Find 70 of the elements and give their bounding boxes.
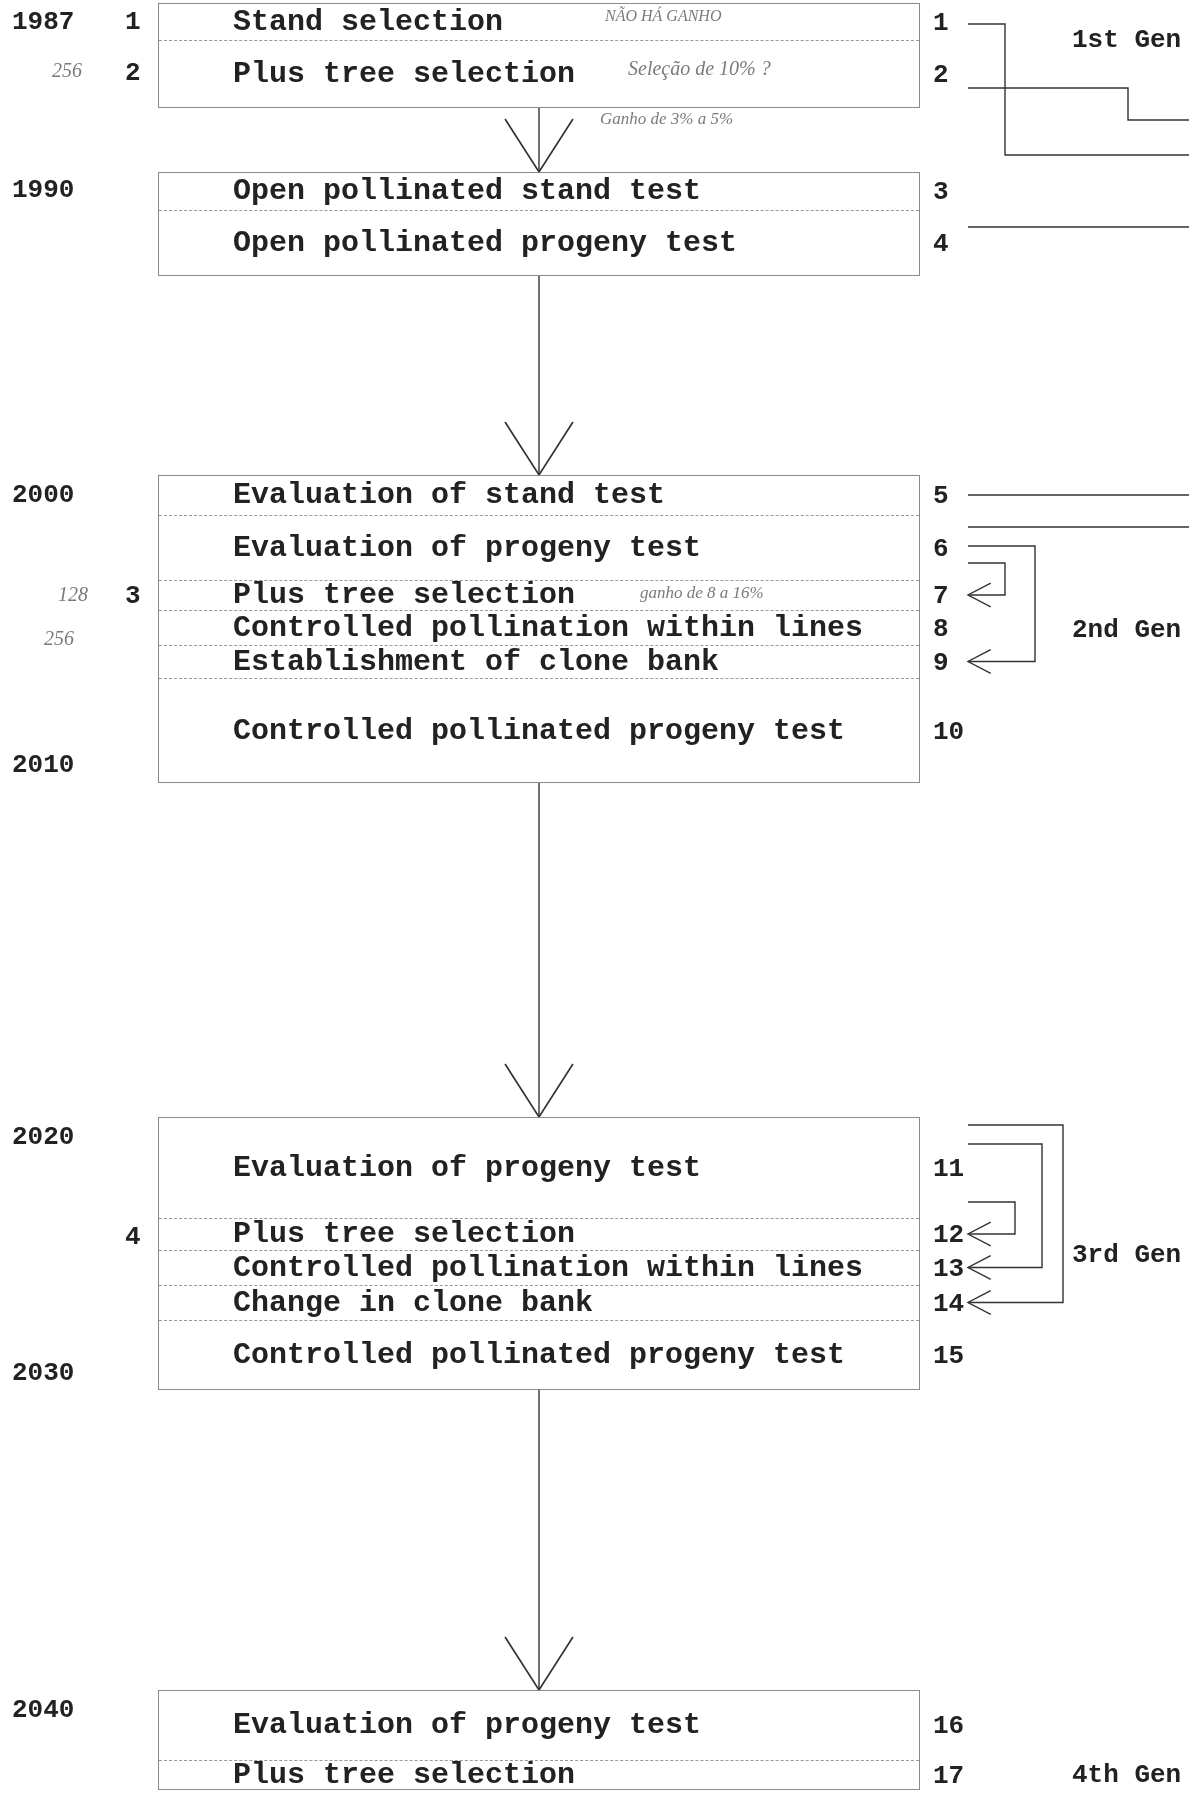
step-text: Evaluation of progeny test <box>233 1152 702 1183</box>
year-label: 1987 <box>12 9 75 35</box>
step-text: Controlled pollination within lines <box>233 1252 864 1283</box>
step-number: 14 <box>933 1290 965 1317</box>
flow-arrow <box>504 1389 574 1691</box>
year-label: 2010 <box>12 752 75 778</box>
step-text: Plus tree selection <box>233 580 576 610</box>
connector-line <box>967 226 1189 228</box>
step-text: Controlled pollination within lines <box>233 612 864 643</box>
handwritten-note: ganho de 8 a 16% <box>640 584 764 601</box>
year-label: 2040 <box>12 1697 75 1723</box>
step-number: 11 <box>933 1155 965 1182</box>
step-text: Controlled pollinated progeny test <box>233 1340 846 1370</box>
step-number: 1 <box>125 9 141 35</box>
flow-arrow <box>504 107 574 173</box>
step-number: 2 <box>125 60 141 86</box>
step-number: 15 <box>933 1343 965 1369</box>
step-number: 1 <box>933 9 949 36</box>
step-number: 3 <box>933 179 949 205</box>
year-label: 2030 <box>12 1360 75 1386</box>
step-number: 12 <box>933 1222 965 1248</box>
generation-label: 4th Gen <box>1072 1762 1182 1788</box>
step-number: 6 <box>933 535 949 562</box>
step-number: 17 <box>933 1763 965 1789</box>
step-text: Plus tree selection <box>233 1219 576 1249</box>
step-number: 3 <box>125 583 141 609</box>
connector-line <box>967 494 1189 496</box>
flow-arrow <box>504 275 574 476</box>
year-label: 2000 <box>12 482 75 508</box>
connector-line <box>967 87 1189 121</box>
bracket-arrow <box>967 562 1006 608</box>
bracket-arrow <box>967 1201 1016 1247</box>
year-label: 2020 <box>12 1124 75 1150</box>
step-text: Controlled pollinated progeny test <box>233 715 846 746</box>
generation-label: 3rd Gen <box>1072 1242 1182 1268</box>
step-number: 8 <box>933 615 949 642</box>
generation-label: 1st Gen <box>1072 27 1182 53</box>
step-text: Evaluation of progeny test <box>233 532 702 563</box>
step-text: Stand selection <box>233 6 504 37</box>
handwritten-note: 256 <box>44 628 74 648</box>
step-number: 10 <box>933 718 965 745</box>
connector-line <box>967 526 1189 528</box>
step-text: Evaluation of progeny test <box>233 1710 702 1740</box>
step-text: Plus tree selection <box>233 59 576 89</box>
handwritten-note: NÃO HÁ GANHO <box>605 8 722 24</box>
step-number: 7 <box>933 583 949 609</box>
step-number: 16 <box>933 1713 965 1739</box>
step-number: 4 <box>933 231 949 257</box>
step-text: Evaluation of stand test <box>233 480 666 510</box>
handwritten-note: 128 <box>58 584 88 604</box>
bracket-arrow <box>967 1143 1043 1281</box>
bracket-arrow <box>967 1124 1064 1316</box>
step-text: Establishment of clone bank <box>233 646 720 677</box>
handwritten-note: 256 <box>52 60 82 80</box>
step-text: Open pollinated progeny test <box>233 228 738 258</box>
handwritten-note: Seleção de 10% ? <box>628 58 771 78</box>
step-number: 2 <box>933 62 949 88</box>
step-text: Change in clone bank <box>233 1287 594 1318</box>
step-text: Open pollinated stand test <box>233 176 702 206</box>
step-number: 4 <box>125 1224 141 1250</box>
flow-arrow <box>504 782 574 1118</box>
handwritten-note: Ganho de 3% a 5% <box>600 110 734 127</box>
bracket-arrow <box>967 545 1036 675</box>
step-number: 13 <box>933 1255 965 1282</box>
year-label: 1990 <box>12 177 75 203</box>
step-number: 5 <box>933 483 949 509</box>
step-number: 9 <box>933 649 949 676</box>
connector-line <box>967 23 1189 156</box>
generation-label: 2nd Gen <box>1072 617 1182 643</box>
step-text: Plus tree selection <box>233 1760 576 1790</box>
